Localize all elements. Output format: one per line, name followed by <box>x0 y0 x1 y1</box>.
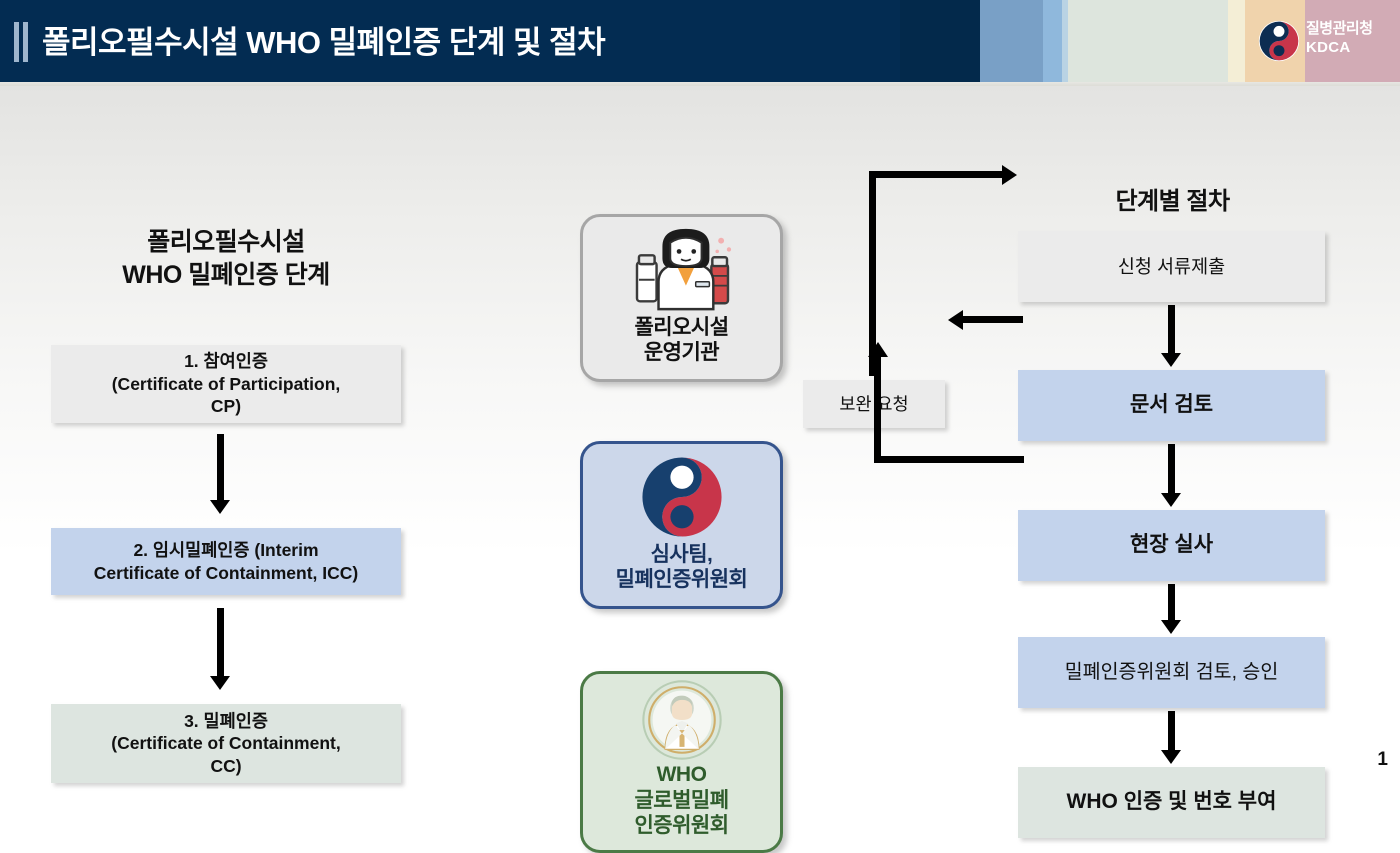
actor-card-label-line2: 글로벌밀폐 <box>634 788 729 812</box>
loop-segment-vertical-up <box>869 171 876 376</box>
slide-header: 폴리오필수시설 WHO 밀폐인증 단계 및 절차 질병관리청 KDCA <box>0 0 1400 82</box>
down-arrow-icon <box>210 434 230 514</box>
flow-step-committee-approval[interactable]: 밀폐인증위원회 검토, 승인 <box>1018 637 1325 708</box>
header-band-pale-green <box>1068 0 1228 82</box>
header-band-navy-dark <box>900 0 980 82</box>
stage-box-cp[interactable]: 1. 참여인증(Certificate of Participation,CP) <box>51 345 401 423</box>
down-arrow-icon <box>210 608 230 690</box>
kdca-taeguk-logo-icon <box>1258 20 1300 62</box>
header-band-pale-blue <box>1062 0 1070 82</box>
left-column-heading: 폴리오필수시설 WHO 밀폐인증 단계 <box>48 226 404 293</box>
actor-card-label-line2: 운영기관 <box>643 341 720 365</box>
actor-card-label-line1: 심사팀, <box>650 542 713 566</box>
down-arrow-icon <box>1161 305 1181 367</box>
header-band-navy <box>0 0 980 82</box>
header-band-cream <box>1228 0 1248 82</box>
kdca-logo: 질병관리청 KDCA <box>1258 17 1390 65</box>
actor-card-label-line3: 인증위원회 <box>634 814 729 838</box>
page-title: 폴리오필수시설 WHO 밀폐인증 단계 및 절차 <box>42 25 606 60</box>
kdca-logo-english: KDCA <box>1306 39 1351 56</box>
flow-step-application-submission[interactable]: 신청 서류제출 <box>1018 231 1325 302</box>
header-band-pink <box>1305 0 1400 82</box>
right-arrow-icon <box>1002 164 1017 185</box>
loop-segment-inspection-vertical <box>874 356 881 461</box>
down-arrow-icon <box>1161 444 1181 507</box>
header-separator <box>0 82 1400 86</box>
flow-step-who-certification[interactable]: WHO 인증 및 번호 부여 <box>1018 767 1325 838</box>
kdca-logo-korean: 질병관리청 <box>1306 20 1373 37</box>
actor-card-label-line1: 폴리오시설 <box>634 315 729 339</box>
loop-segment-horizontal-top <box>869 171 1004 178</box>
slide-body: 폴리오필수시설 WHO 밀폐인증 단계 1. 참여인증(Certificate … <box>0 86 1400 853</box>
header-band-blue <box>980 0 1043 82</box>
left-heading-line2: WHO 밀폐인증 단계 <box>122 261 330 290</box>
committee-person-badge-icon <box>640 670 724 762</box>
down-arrow-icon <box>1161 584 1181 634</box>
header-band-light-blue <box>1043 0 1065 82</box>
loop-segment-inspection-horizontal <box>874 456 1024 463</box>
actor-card-review-committee[interactable]: 심사팀, 밀폐인증위원회 <box>580 441 783 609</box>
left-heading-line1: 폴리오필수시설 <box>147 228 305 256</box>
loop-segment-review-to-supplement <box>963 316 1023 323</box>
stage-box-cc[interactable]: 3. 밀폐인증(Certificate of Containment,CC) <box>51 704 401 783</box>
actor-card-who-global-committee[interactable]: WHO 글로벌밀폐 인증위원회 <box>580 671 783 853</box>
double-bar-icon <box>14 22 30 62</box>
left-arrow-icon <box>948 309 963 330</box>
right-column-heading: 단계별 절차 <box>1115 188 1230 215</box>
down-arrow-icon <box>1161 711 1181 764</box>
actor-card-label-line2: 밀폐인증위원회 <box>615 568 748 592</box>
flow-step-onsite-inspection[interactable]: 현장 실사 <box>1018 510 1325 581</box>
page-number: 1 <box>1377 749 1388 770</box>
flow-step-document-review[interactable]: 문서 검토 <box>1018 370 1325 441</box>
up-arrow-icon <box>867 342 888 357</box>
actor-card-facility-operator[interactable]: 폴리오시설 운영기관 <box>580 214 783 382</box>
korea-government-taeguk-icon <box>639 444 725 542</box>
lab-scientist-icon <box>623 217 741 315</box>
